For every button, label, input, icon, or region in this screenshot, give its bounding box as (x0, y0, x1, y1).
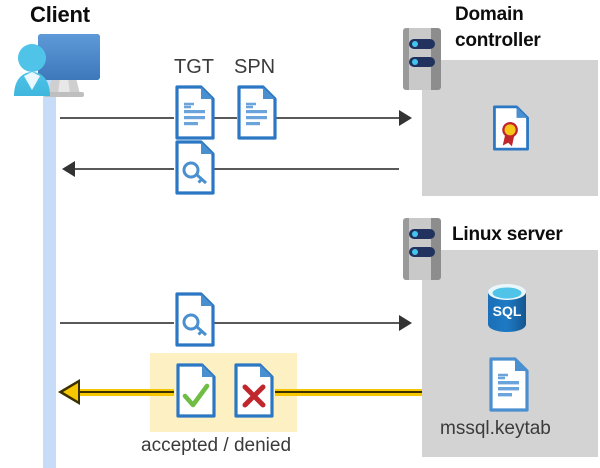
linux-server-icon (403, 218, 441, 280)
flow-service-line-right (213, 322, 399, 324)
domain-controller-title: Domain controller (455, 2, 595, 54)
service-ticket-document-icon (175, 292, 215, 347)
domain-controller-server-icon (403, 28, 441, 90)
sql-database-icon: SQL (483, 282, 531, 334)
verdict-label: accepted / denied (141, 435, 292, 456)
flow-service-line-left (60, 322, 174, 324)
tgt-label: TGT (174, 56, 214, 78)
client-lifeline (43, 72, 56, 468)
flow-tgt-arrowhead (399, 110, 412, 126)
accepted-document-icon (176, 363, 216, 418)
flow-tgt-line-left (60, 117, 174, 119)
flow-service-arrowhead (399, 315, 412, 331)
linux-server-title: Linux server (452, 224, 563, 245)
denied-document-icon (234, 363, 274, 418)
ribbon-seal-glyph (502, 122, 518, 147)
domain-controller-title-line2: controller (455, 30, 541, 51)
tgt-ticket-document-icon (175, 140, 215, 195)
flow-verdict-line-right (275, 389, 422, 396)
flow-tgt-line-right (275, 117, 399, 119)
flow-ticket-line-right (213, 168, 399, 170)
client-title: Client (30, 2, 90, 27)
flow-verdict-line-left (74, 389, 174, 396)
spn-document-icon (237, 85, 277, 140)
server-led-bar (409, 247, 435, 257)
domain-controller-title-line1: Domain (455, 4, 524, 25)
key-glyph (182, 313, 208, 337)
flow-ticket-line-left (75, 168, 174, 170)
user-at-computer-icon (14, 34, 100, 97)
key-glyph (182, 161, 208, 185)
flow-ticket-arrowhead (62, 161, 75, 177)
flow-tgt-line-mid (213, 117, 237, 119)
server-led-bar (409, 39, 435, 49)
certificate-document-icon (492, 105, 530, 151)
flow-verdict-arrowhead-fill (63, 383, 78, 401)
keytab-filename-label: mssql.keytab (440, 418, 551, 439)
spn-label: SPN (234, 56, 276, 78)
sql-badge-text: SQL (493, 303, 522, 319)
tgt-document-icon (175, 85, 215, 140)
server-led-bar (409, 229, 435, 239)
client-icon (8, 28, 104, 100)
check-glyph (182, 383, 210, 408)
keytab-document-icon (488, 357, 530, 412)
cross-glyph (242, 384, 266, 408)
server-led-bar (409, 57, 435, 67)
